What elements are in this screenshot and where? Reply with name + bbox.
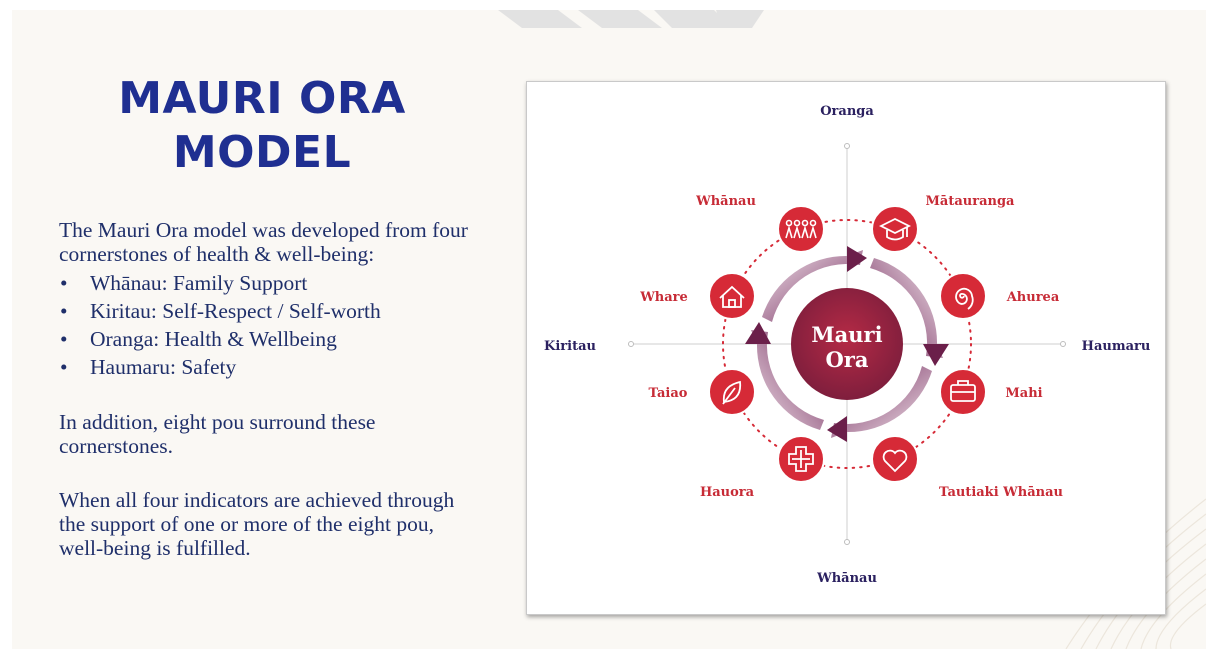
page-title: MAURI ORA MODEL	[72, 72, 452, 180]
center-label-line-1: Mauri	[811, 322, 882, 347]
cycle-arrows	[745, 246, 949, 442]
title-line-1: MAURI ORA	[118, 73, 406, 124]
list-item: •Whānau: Family Support	[60, 271, 308, 295]
axis-end-dot-right	[1060, 341, 1066, 347]
pou-paragraph: In addition, eight pou surround these co…	[59, 410, 376, 458]
briefcase-icon	[950, 380, 976, 402]
pou-label: Whānau	[695, 194, 756, 209]
cornerstones-list: •Whānau: Family Support •Kiritau: Self-R…	[59, 269, 479, 381]
pou-matauranga: Mātauranga	[871, 194, 1016, 253]
list-item: •Kiritau: Self-Respect / Self-worth	[60, 299, 381, 323]
axis-end-dot-bottom	[844, 539, 850, 545]
center-circle	[791, 288, 903, 400]
bullet: •	[60, 327, 68, 351]
axis-label-top: Oranga	[820, 104, 874, 119]
pou-taiao: Taiao	[649, 368, 756, 416]
heart-icon	[882, 449, 908, 473]
decorative-stripes-top	[498, 10, 764, 28]
bullet: •	[60, 271, 68, 295]
axis-label-left: Kiritau	[544, 339, 596, 354]
axis-label-bottom: Whānau	[816, 571, 877, 586]
pou-whare: Whare	[639, 272, 756, 320]
pou-label: Whare	[639, 290, 688, 305]
axis-end-dot-top	[844, 143, 850, 149]
pou-hauora: Hauora	[700, 435, 825, 500]
axis-label-right: Haumaru	[1082, 339, 1151, 354]
diagram-canvas: Mauri Ora Oranga Kiritau Haumaru Whānau …	[544, 104, 1151, 586]
graduation-cap-icon	[878, 217, 912, 241]
house-icon	[719, 285, 745, 308]
medical-cross-icon	[788, 446, 814, 472]
bullet: •	[60, 355, 68, 379]
list-item: •Haumaru: Safety	[60, 355, 237, 379]
axis-end-dot-left	[628, 341, 634, 347]
pou-label: Ahurea	[1006, 290, 1060, 305]
dotted-ring	[722, 219, 972, 469]
slide: MAURI ORA MODEL The Mauri Ora model was …	[12, 10, 1206, 649]
pou-mahi: Mahi	[939, 368, 1043, 416]
title-line-2: MODEL	[172, 127, 352, 178]
pou-label: Hauora	[700, 485, 755, 500]
list-item: •Oranga: Health & Wellbeing	[60, 327, 337, 351]
wellbeing-paragraph: When all four indicators are achieved th…	[59, 488, 455, 560]
pou-ahurea: Ahurea	[939, 272, 1060, 320]
center-label-line-2: Ora	[826, 347, 869, 372]
intro-paragraph: The Mauri Ora model was developed from f…	[59, 218, 468, 266]
pou-label: Mahi	[1005, 386, 1042, 401]
intro-section: The Mauri Ora model was developed from f…	[59, 218, 479, 381]
pou-whanau: Whānau	[695, 194, 825, 253]
pou-tautiaki-whanau: Tautiaki Whānau	[871, 435, 1063, 500]
pou-label: Taiao	[649, 386, 688, 401]
bullet: •	[60, 299, 68, 323]
leaf-icon	[722, 380, 742, 405]
pou-label: Tautiaki Whānau	[939, 485, 1063, 500]
family-icon	[785, 219, 817, 239]
spiral-icon	[955, 287, 974, 310]
mauri-ora-diagram: Mauri Ora Oranga Kiritau Haumaru Whānau …	[526, 81, 1166, 615]
pou-label: Mātauranga	[926, 194, 1016, 209]
